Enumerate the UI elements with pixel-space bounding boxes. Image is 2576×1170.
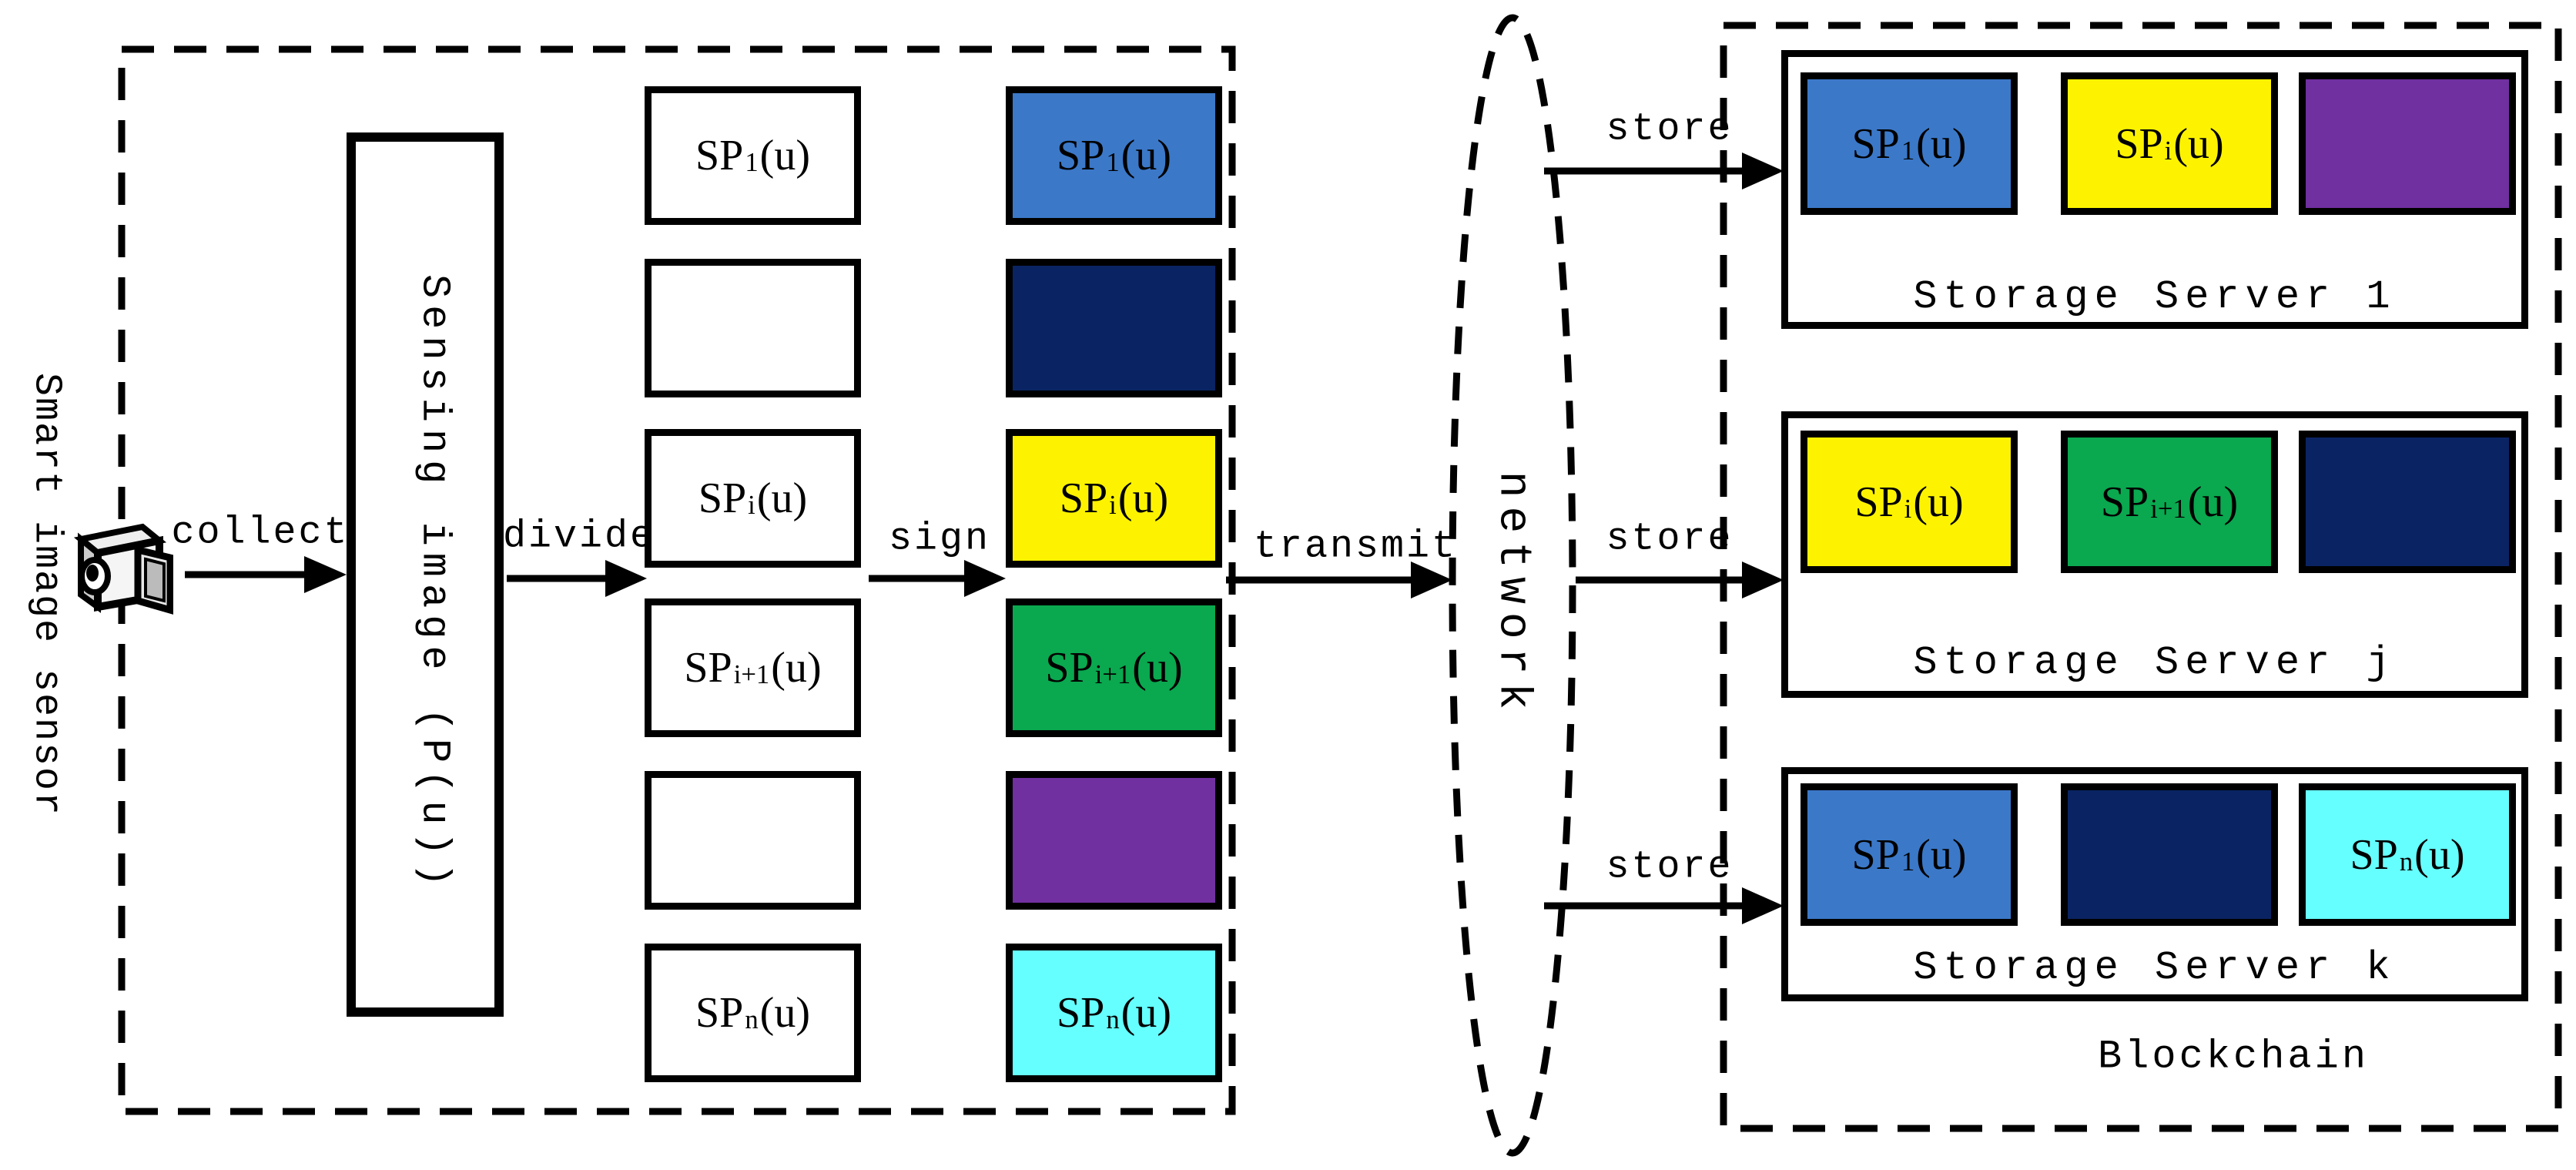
serverj-piece-spi: SPi(u) xyxy=(1801,431,2018,573)
plain-share-blank-1 xyxy=(645,259,861,397)
share-label: SPi+1(u) xyxy=(2100,478,2239,526)
server1-piece-blank xyxy=(2299,72,2516,215)
plain-share-blank-2 xyxy=(645,771,861,910)
share-label: SP1(u) xyxy=(695,132,810,179)
store-arrow-2 xyxy=(1576,562,1784,598)
share-label: SPi(u) xyxy=(2115,119,2224,168)
share-label: SPn(u) xyxy=(695,989,810,1037)
transmit-label: transmit xyxy=(1253,525,1458,569)
storage-server-j-box: SPi(u) SPi+1(u) Storage Server j xyxy=(1781,411,2528,698)
share-label: SPi(u) xyxy=(1059,474,1169,522)
divide-arrow xyxy=(507,560,647,597)
signed-share-spi1: SPi+1(u) xyxy=(1006,598,1222,737)
share-label: SP1(u) xyxy=(1851,830,1967,879)
store-label-2: store xyxy=(1606,517,1734,562)
server1-piece-spi: SPi(u) xyxy=(2061,72,2278,215)
store-arrow-1 xyxy=(1544,153,1784,189)
transmit-arrow xyxy=(1226,562,1452,598)
storage-server-1-box: SP1(u) SPi(u) Storage Server 1 xyxy=(1781,50,2528,329)
serverj-piece-blank xyxy=(2299,431,2516,573)
signed-share-spn: SPn(u) xyxy=(1006,944,1222,1082)
camcorder-icon xyxy=(73,523,173,615)
share-label: SPi+1(u) xyxy=(684,644,822,692)
serverj-piece-spi1: SPi+1(u) xyxy=(2061,431,2278,573)
smart-image-sensor-label: Smart image sensor xyxy=(24,372,69,817)
plain-share-spn: SPn(u) xyxy=(645,944,861,1082)
signed-share-blank-2 xyxy=(1006,771,1222,910)
share-label: SPn(u) xyxy=(1057,989,1171,1037)
store-arrow-3 xyxy=(1544,887,1784,924)
sensing-image-label: Sensing image (P(u)) xyxy=(411,273,457,894)
plain-share-spi: SPi(u) xyxy=(645,429,861,568)
share-label: SPi(u) xyxy=(698,474,808,522)
serverk-piece-blank xyxy=(2061,783,2278,926)
signed-share-blank-1 xyxy=(1006,259,1222,397)
store-label-1: store xyxy=(1606,107,1734,152)
storage-server-k-box: SP1(u) SPn(u) Storage Server k xyxy=(1781,767,2528,1001)
storage-server-1-title: Storage Server 1 xyxy=(1913,274,2397,320)
share-label: SP1(u) xyxy=(1057,132,1171,179)
collect-arrow xyxy=(185,556,347,593)
sign-label: sign xyxy=(888,517,991,562)
store-label-3: store xyxy=(1606,845,1734,890)
serverk-piece-sp1: SP1(u) xyxy=(1801,783,2018,926)
storage-server-k-title: Storage Server k xyxy=(1913,945,2397,991)
signed-share-spi: SPi(u) xyxy=(1006,429,1222,568)
blockchain-label: Blockchain xyxy=(2097,1034,2370,1080)
network-ellipse xyxy=(1449,14,1576,1157)
serverk-piece-spn: SPn(u) xyxy=(2299,783,2516,926)
storage-server-j-title: Storage Server j xyxy=(1913,640,2397,686)
plain-share-spi1: SPi+1(u) xyxy=(645,598,861,737)
share-label: SPn(u) xyxy=(2350,830,2465,879)
server1-piece-sp1: SP1(u) xyxy=(1801,72,2018,215)
share-label: SPi+1(u) xyxy=(1045,644,1183,692)
plain-share-sp1: SP1(u) xyxy=(645,86,861,225)
share-label: SPi(u) xyxy=(1854,478,1964,526)
share-label: SP1(u) xyxy=(1851,119,1967,168)
collect-label: collect xyxy=(171,511,350,555)
sign-arrow xyxy=(869,560,1006,597)
signed-share-sp1: SP1(u) xyxy=(1006,86,1222,225)
sensing-image-box: Sensing image (P(u)) xyxy=(347,132,504,1017)
network-label: network xyxy=(1487,471,1538,719)
divide-label: divide xyxy=(502,515,656,559)
